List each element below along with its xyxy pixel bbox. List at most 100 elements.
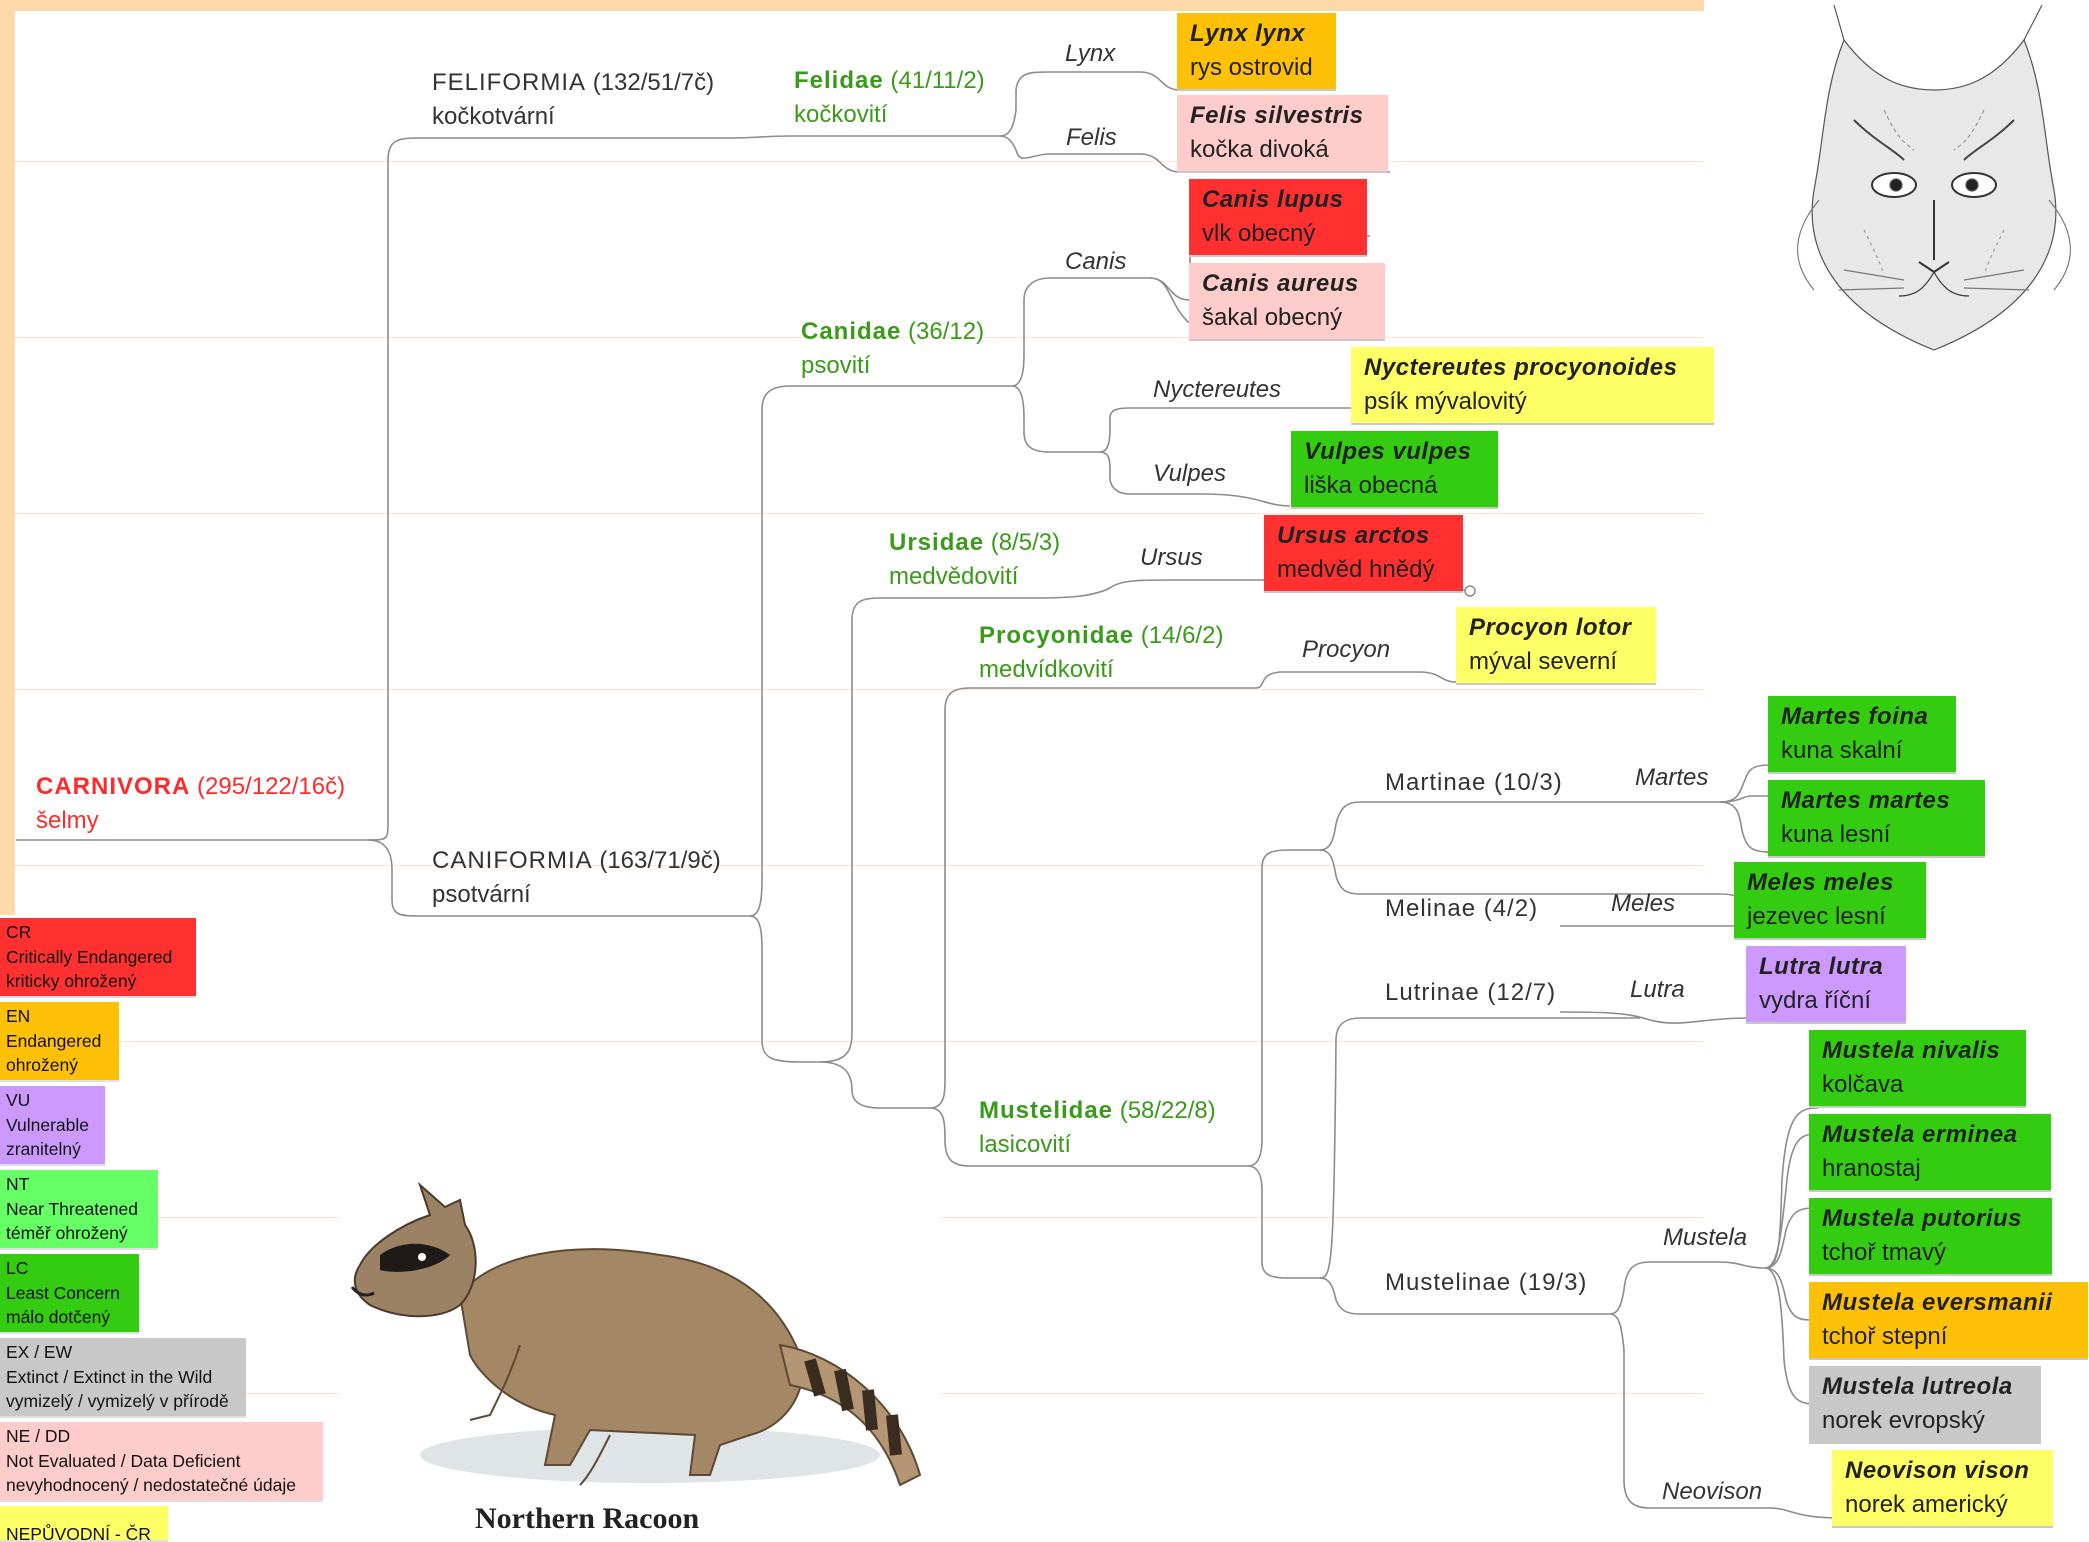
legend-english: Least Concern (6, 1282, 120, 1303)
legend-nonnative: NEPŮVODNÍ - ČR (0, 1506, 168, 1542)
species-latin: Mustela putorius (1822, 1205, 2023, 1232)
species-czech: norek evropský (1822, 1407, 1985, 1434)
legend-code: NT (6, 1174, 30, 1194)
legend-english: Critically Endangered (6, 946, 173, 967)
raccoon-panel: Northern Racoon (340, 1145, 940, 1542)
legend-ex: EX / EW Extinct / Extinct in the Wild vy… (0, 1338, 246, 1418)
species-czech: šakal obecný (1202, 304, 1343, 331)
species-box[interactable]: Mustela putorius tchoř tmavý (1809, 1198, 2052, 1276)
species-latin: Vulpes vulpes (1304, 438, 1472, 465)
family-procyonidae: Procyonidae (14/6/2) medvídkovití (979, 619, 1223, 687)
species-box[interactable]: Ursus arctos medvěd hnědý (1264, 515, 1463, 593)
legend-english: Near Threatened (6, 1198, 138, 1219)
genus-ursus: Ursus (1140, 544, 1203, 571)
legend-code: EN (6, 1006, 31, 1026)
species-box[interactable]: Martes foina kuna skalní (1768, 696, 1956, 774)
species-latin: Martes foina (1781, 703, 1929, 730)
guide-line (15, 689, 1704, 690)
species-latin: Lynx lynx (1190, 20, 1306, 47)
species-box[interactable]: Canis lupus vlk obecný (1189, 179, 1367, 257)
suborder-caniformia: CANIFORMIA (163/71/9č) psotvární (432, 844, 721, 912)
genus-neovison: Neovison (1662, 1478, 1763, 1505)
species-czech: kuna skalní (1781, 737, 1903, 764)
species-box[interactable]: Martes martes kuna lesní (1768, 780, 1985, 858)
species-box[interactable]: Procyon lotor mýval severní (1456, 607, 1656, 685)
species-box[interactable]: Neovison vison norek americký (1832, 1450, 2053, 1528)
legend-ne: NE / DD Not Evaluated / Data Deficient n… (0, 1422, 323, 1502)
species-czech: kočka divoká (1190, 136, 1329, 163)
raccoon-illustration (350, 1181, 922, 1487)
guide-line (15, 1041, 1704, 1042)
species-box[interactable]: Lutra lutra vydra říční (1746, 946, 1906, 1024)
top-frame-bar (0, 0, 1704, 11)
species-box[interactable]: Mustela erminea hranostaj (1809, 1114, 2051, 1192)
legend-czech: kriticky ohrožený (6, 971, 137, 991)
species-box[interactable]: Nyctereutes procyonoides psík mývalovitý (1351, 347, 1714, 425)
species-latin: Nyctereutes procyonoides (1364, 354, 1678, 381)
species-latin: Mustela lutreola (1822, 1373, 2013, 1400)
family-counts: (8/5/3) (990, 529, 1061, 556)
left-frame-bar (0, 0, 15, 915)
species-box[interactable]: Mustela eversmanii tchoř stepní (1809, 1282, 2088, 1360)
species-czech: norek americký (1845, 1491, 2008, 1518)
raccoon-caption: Northern Racoon (475, 1502, 700, 1535)
legend-en: EN Endangered ohrožený (0, 1002, 119, 1082)
suborder-czech: kočkotvární (432, 103, 555, 130)
family-name: Procyonidae (979, 622, 1135, 649)
species-czech: kuna lesní (1781, 821, 1891, 848)
legend-english: Not Evaluated / Data Deficient (6, 1450, 241, 1471)
legend-czech: ohrožený (6, 1055, 78, 1075)
order-carnivora: CARNIVORA (295/122/16č) šelmy (36, 770, 345, 838)
family-czech: medvídkovití (979, 656, 1114, 683)
family-counts: (14/6/2) (1140, 622, 1224, 649)
legend-czech: nevyhodnocený / nedostatečné údaje (6, 1475, 296, 1495)
species-czech: kolčava (1822, 1071, 1904, 1098)
legend-english: Vulnerable (6, 1114, 90, 1135)
order-counts: (295/122/16č) (197, 773, 346, 800)
species-box[interactable]: Mustela lutreola norek evropský (1809, 1366, 2041, 1444)
species-latin: Canis aureus (1202, 270, 1359, 297)
legend-czech: málo dotčený (6, 1307, 111, 1327)
species-box[interactable]: Meles meles jezevec lesní (1734, 862, 1926, 940)
species-box[interactable]: Mustela nivalis kolčava (1809, 1030, 2026, 1108)
legend-code: NEPŮVODNÍ - ČR (6, 1524, 151, 1542)
subfamily-martinae: Martinae (10/3) (1385, 769, 1563, 796)
legend-czech: vymizelý / vymizelý v přírodě (6, 1391, 229, 1411)
genus-lynx: Lynx (1065, 40, 1116, 67)
species-box[interactable]: Lynx lynx rys ostrovid (1177, 13, 1336, 91)
species-czech: tchoř stepní (1822, 1323, 1948, 1350)
suborder-name: CANIFORMIA (432, 847, 593, 874)
family-canidae: Canidae (36/12) psovití (801, 315, 984, 383)
lynx-head-sketch (1796, 4, 2072, 351)
genus-nyctereutes: Nyctereutes (1153, 376, 1282, 403)
species-czech: mýval severní (1469, 648, 1618, 675)
species-latin: Meles meles (1747, 869, 1894, 896)
legend-code: EX / EW (6, 1342, 73, 1362)
species-latin: Neovison vison (1845, 1457, 2030, 1484)
species-latin: Mustela erminea (1822, 1121, 2018, 1148)
species-latin: Ursus arctos (1277, 522, 1430, 549)
species-latin: Canis lupus (1202, 186, 1344, 213)
subfamily-mustelinae: Mustelinae (19/3) (1385, 1269, 1588, 1296)
species-box[interactable]: Vulpes vulpes liška obecná (1291, 431, 1498, 509)
species-latin: Felis silvestris (1190, 102, 1364, 129)
species-czech: psík mývalovitý (1364, 388, 1527, 415)
order-name: CARNIVORA (36, 773, 191, 800)
legend-czech: téměř ohrožený (6, 1223, 128, 1243)
legend-lc: LC Least Concern málo dotčený (0, 1254, 139, 1334)
guide-line (15, 337, 1704, 338)
species-box[interactable]: Canis aureus šakal obecný (1189, 263, 1385, 341)
species-box[interactable]: Felis silvestris kočka divoká (1177, 95, 1388, 173)
genus-vulpes: Vulpes (1153, 460, 1226, 487)
family-czech: medvědovití (889, 563, 1019, 590)
legend-code: LC (6, 1258, 29, 1278)
legend-cr: CR Critically Endangered kriticky ohrože… (0, 918, 196, 998)
genus-mustela: Mustela (1663, 1224, 1748, 1251)
legend-czech: zranitelný (6, 1139, 81, 1159)
family-counts: (41/11/2) (890, 67, 985, 94)
family-czech: psovití (801, 352, 871, 379)
connector-node[interactable] (1464, 585, 1476, 597)
legend-english: Extinct / Extinct in the Wild (6, 1366, 213, 1387)
species-czech: liška obecná (1304, 472, 1438, 499)
species-czech: vlk obecný (1202, 220, 1316, 247)
